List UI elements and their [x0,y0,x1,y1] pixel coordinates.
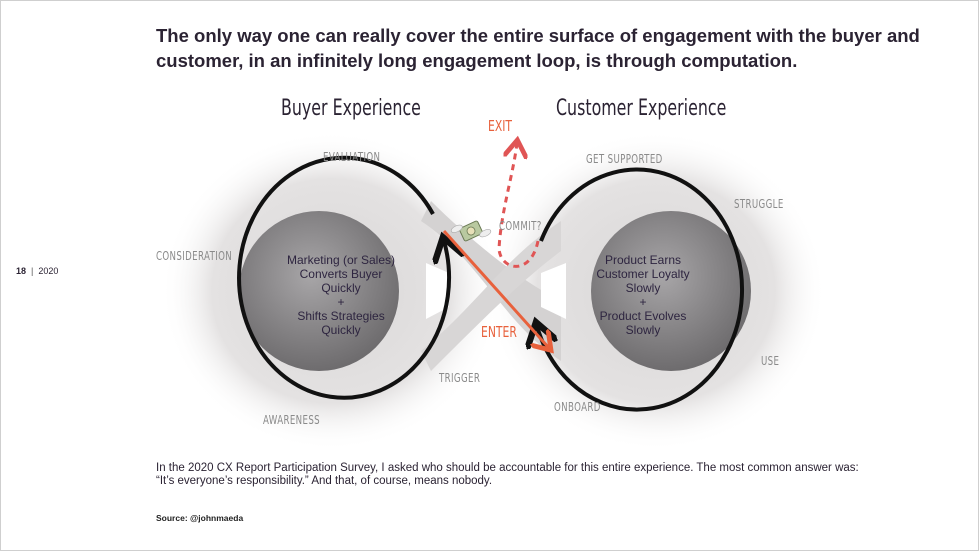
stage-evaluation: EVALUATION [323,150,381,164]
buyer-center-line: Quickly [321,281,361,295]
exit-dashed-arrow [497,143,540,268]
stage-awareness: AWARENESS [263,413,321,427]
customer-experience-heading: Customer Experience [556,96,727,121]
customer-center-text: Product Earns Customer Loyalty Slowly + … [563,253,723,337]
buyer-center-line: Quickly [321,323,361,337]
buyer-center-line: Marketing (or Sales) [286,253,396,267]
slide-title: The only way one can really cover the en… [156,25,920,71]
buyer-center-text: Marketing (or Sales) Converts Buyer Quic… [261,253,421,337]
customer-center-line: Product Earns [604,253,682,267]
buyer-center-line: Converts Buyer [299,267,383,281]
buyer-experience-heading: Buyer Experience [281,96,421,121]
customer-loop-arrow [537,167,745,412]
source-credit: Source: @johnmaeda [156,513,244,523]
buyer-center-line: Shifts Strategies [297,309,385,323]
customer-center-line: Customer Loyalty [596,267,690,281]
commit-label: COMMIT? [499,219,542,233]
buyer-core [239,211,399,371]
money-icon [450,220,492,242]
page-number: 18|2020 [16,266,59,276]
exit-label: EXIT [488,117,513,135]
page-number-value: 18 [16,266,27,276]
customer-center-line: + [639,295,647,309]
stage-use: USE [761,354,780,368]
customer-center-line: Slowly [625,323,661,337]
customer-core [591,211,751,371]
page-year: 2020 [38,266,59,276]
customer-center-line: Slowly [625,281,661,295]
enter-label: ENTER [481,323,517,341]
enter-arrow [442,229,549,348]
customer-center-line: Product Evolves [599,309,687,323]
stage-onboard: ONBOARD [554,400,601,414]
buyer-loop-arrow [237,155,449,400]
stage-trigger: TRIGGER [439,371,481,385]
stage-struggle: STRUGGLE [734,197,784,211]
footnote: In the 2020 CX Report Participation Surv… [156,462,859,487]
stage-get-supported: GET SUPPORTED [586,152,663,166]
buyer-center-line: + [337,295,345,309]
stage-consideration: CONSIDERATION [156,249,233,263]
